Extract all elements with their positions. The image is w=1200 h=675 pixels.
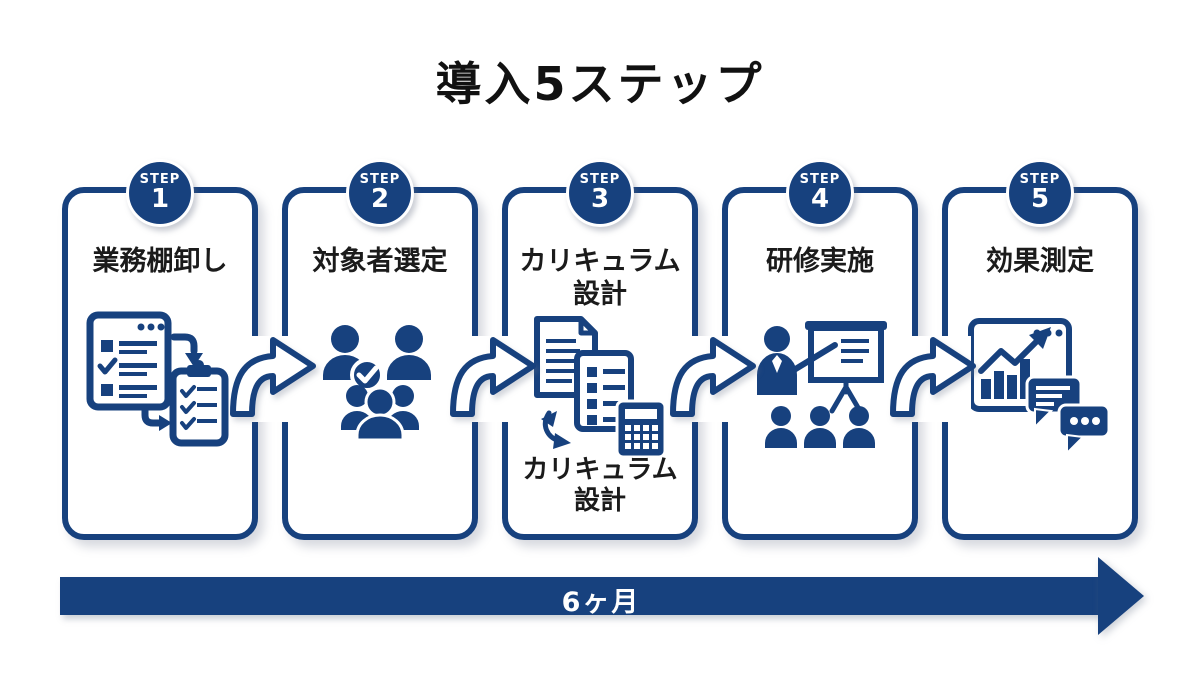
people-selection-icon <box>305 317 455 451</box>
badge-step-label: STEP <box>799 172 841 187</box>
curved-right-arrow-icon <box>450 337 536 417</box>
step-card-1: STEP 1 業務棚卸し <box>62 159 258 540</box>
curved-right-arrow-icon <box>230 337 316 417</box>
step-4-badge: STEP 4 <box>786 159 854 227</box>
badge-step-number: 2 <box>370 184 390 214</box>
step-1-badge: STEP 1 <box>126 159 194 227</box>
badge-step-label: STEP <box>579 172 621 187</box>
badge-step-number: 1 <box>150 184 170 214</box>
step-card-4: STEP 4 研修実施 <box>722 159 918 540</box>
step-3-badge: STEP 3 <box>566 159 634 227</box>
step-3-title: カリキュラム 設計 <box>519 246 681 310</box>
timeline-bar <box>60 577 1098 615</box>
step-card-5: STEP 5 効果測定 <box>942 159 1138 540</box>
training-presentation-icon <box>745 315 895 454</box>
analytics-feedback-icon <box>965 313 1115 459</box>
timeline-duration-label: 6ヶ月 <box>561 587 641 618</box>
step-5-badge: STEP 5 <box>1006 159 1074 227</box>
step-1-title: 業務棚卸し <box>92 246 228 277</box>
curved-right-arrow-icon <box>670 337 756 417</box>
step-2-badge: STEP 2 <box>346 159 414 227</box>
documents-calculator-icon <box>525 311 675 463</box>
curved-right-arrow-icon <box>890 337 976 417</box>
timeline-arrow: 6ヶ月 <box>60 556 1144 638</box>
timeline-arrowhead-icon <box>1098 557 1144 635</box>
badge-step-label: STEP <box>359 172 401 187</box>
step-card-3: STEP 3 カリキュラム 設計 <box>502 159 698 540</box>
badge-step-number: 3 <box>590 184 610 214</box>
badge-step-number: 4 <box>810 184 830 214</box>
step-4-title: 研修実施 <box>766 246 874 277</box>
badge-step-number: 5 <box>1030 184 1050 214</box>
step-5-title: 効果測定 <box>986 246 1094 277</box>
step-2-title: 対象者選定 <box>312 246 448 277</box>
checklist-transfer-icon <box>85 309 235 453</box>
badge-step-label: STEP <box>139 172 181 187</box>
step-card-2: STEP 2 対象者選定 <box>282 159 478 540</box>
step-3-footer-title: カリキュラム 設計 <box>522 455 678 516</box>
page-title: 導入5ステップ <box>435 57 765 111</box>
badge-step-label: STEP <box>1019 172 1061 187</box>
